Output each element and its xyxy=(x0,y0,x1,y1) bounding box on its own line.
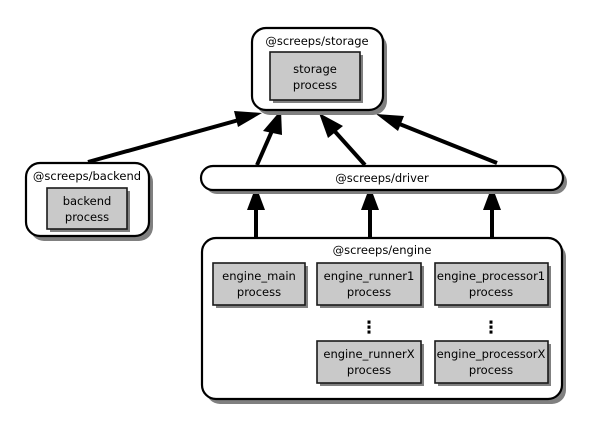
package-storage[interactable]: @screeps/storage storage process xyxy=(250,26,387,115)
engine-runner1-process-label-line1: engine_runner1 xyxy=(324,269,415,283)
package-backend[interactable]: @screeps/backend backend process xyxy=(24,161,153,241)
package-driver[interactable]: @screeps/driver xyxy=(199,164,567,194)
backend-process-box xyxy=(46,187,128,230)
engine-runnerx-process-box xyxy=(316,340,422,384)
backend-package-label: @screeps/backend xyxy=(33,169,141,183)
engine-processor1-process-label-line2: process xyxy=(469,285,513,299)
engine-package-label: @screeps/engine xyxy=(333,243,432,257)
process-backend[interactable]: backend process xyxy=(46,187,130,232)
backend-process-label-line2: process xyxy=(65,210,109,224)
engine-main-process-label-line2: process xyxy=(237,285,281,299)
connection-engine-left-to-driver xyxy=(247,186,265,238)
connection-driver-mid-to-storage xyxy=(319,113,367,167)
engine-processorx-process-label-line1: engine_processorX xyxy=(437,347,546,361)
storage-process-label-line2: process xyxy=(293,78,337,92)
process-storage[interactable]: storage process xyxy=(269,51,363,103)
runner-ellipsis-icon: ⋮ xyxy=(361,318,378,338)
engine-runner1-process-label-line2: process xyxy=(347,285,391,299)
engine-runnerx-process-label-line2: process xyxy=(347,363,391,377)
connection-engine-mid-to-driver xyxy=(361,186,379,238)
engine-processorx-process-label-line2: process xyxy=(469,363,513,377)
engine-runnerx-process-label-line1: engine_runnerX xyxy=(323,347,414,361)
connections-layer xyxy=(87,110,501,238)
storage-process-label-line1: storage xyxy=(293,62,337,76)
process-engine-processor1[interactable]: engine_processor1 process xyxy=(434,262,551,308)
connection-driver-right-to-storage xyxy=(376,114,498,165)
process-engine-runnerx[interactable]: engine_runnerX process xyxy=(316,340,424,386)
engine-runner1-process-box xyxy=(316,262,422,306)
storage-process-box xyxy=(269,51,361,101)
connection-backend-to-storage xyxy=(87,111,262,164)
driver-package-box xyxy=(199,164,565,192)
engine-main-process-box xyxy=(212,262,306,306)
engine-processor1-process-label-line1: engine_processor1 xyxy=(437,269,545,283)
connection-engine-right-to-driver xyxy=(483,186,501,238)
process-engine-processorx[interactable]: engine_processorX process xyxy=(434,340,551,386)
process-engine-runner1[interactable]: engine_runner1 process xyxy=(316,262,424,308)
engine-processorx-process-box xyxy=(434,340,549,384)
driver-package-label: @screeps/driver xyxy=(335,171,429,185)
engine-processor1-process-box xyxy=(434,262,549,306)
storage-package-label: @screeps/storage xyxy=(265,34,368,48)
process-engine-main[interactable]: engine_main process xyxy=(212,262,308,308)
engine-main-process-label-line1: engine_main xyxy=(222,269,296,283)
package-engine[interactable]: @screeps/engine engine_main process engi… xyxy=(200,236,566,404)
processor-ellipsis-icon: ⋮ xyxy=(483,318,500,338)
backend-process-label-line1: backend xyxy=(63,194,112,208)
connection-driver-left-to-storage xyxy=(255,110,282,166)
